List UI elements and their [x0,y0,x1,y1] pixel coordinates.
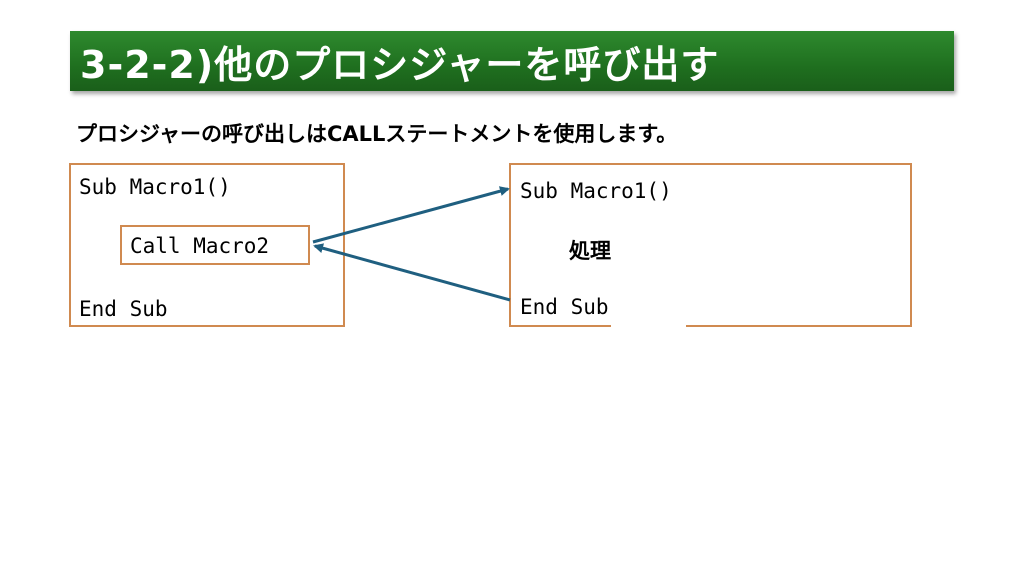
callee-end-line: End Sub [520,295,609,319]
caller-end-line: End Sub [79,297,168,321]
callee-code-box: Sub Macro1() 処理 End Sub [509,163,912,327]
callee-sub-line: Sub Macro1() [520,179,672,203]
return-arrow [313,243,511,302]
slide-title-bar: 3-2-2)他のプロシジャーを呼び出す [70,31,954,91]
slide-title: 3-2-2)他のプロシジャーを呼び出す [80,42,720,87]
call-arrow [312,186,510,244]
callee-border-gap [611,324,686,329]
call-statement-box: Call Macro2 [120,225,310,265]
caller-sub-line: Sub Macro1() [79,175,231,199]
callee-body: 処理 [569,239,611,263]
call-statement: Call Macro2 [130,234,270,258]
slide-subtitle: プロシジャーの呼び出しはCALLステートメントを使用します。 [76,122,678,146]
